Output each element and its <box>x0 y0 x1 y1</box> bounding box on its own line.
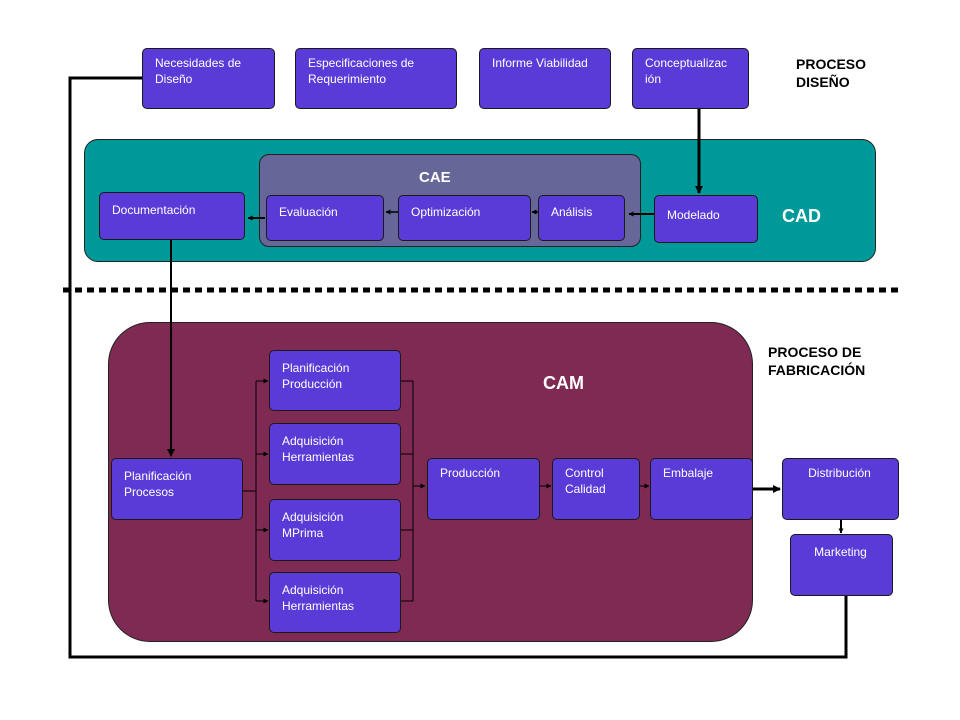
box-modelado[interactable]: Modelado <box>654 195 758 243</box>
box-analisis[interactable]: Análisis <box>538 195 625 241</box>
step-label: Informe Viabilidad <box>492 56 588 70</box>
box-label: Análisis <box>551 205 593 219</box>
box-label: Control Calidad <box>565 466 606 496</box>
box-adquisicion-herramientas-2[interactable]: Adquisición Herramientas <box>269 572 401 633</box>
box-label: Embalaje <box>663 466 714 480</box>
box-documentacion[interactable]: Documentación <box>99 192 245 240</box>
label-proceso-diseno: PROCESO DISEÑO <box>796 56 867 90</box>
box-label: Evaluación <box>279 205 338 219</box>
box-label: Adquisición MPrima <box>282 510 344 540</box>
box-label: Planificación Producción <box>282 361 350 391</box>
box-adquisicion-mprima[interactable]: Adquisición MPrima <box>269 499 401 561</box>
step-label: Especificaciones de Requerimiento <box>308 56 415 86</box>
step-label: Conceptualizac ión <box>645 56 728 86</box>
box-distribucion[interactable]: Distribución <box>782 458 899 520</box>
box-label: Adquisición Herramientas <box>282 434 355 464</box>
step-conceptualizacion[interactable]: Conceptualizac ión <box>632 48 749 109</box>
box-produccion[interactable]: Producción <box>427 458 540 520</box>
box-adquisicion-herramientas-1[interactable]: Adquisición Herramientas <box>269 423 401 485</box>
label-proceso-fabricacion: PROCESO DE FABRICACIÓN <box>768 344 866 378</box>
box-label: Producción <box>440 466 501 480</box>
box-marketing[interactable]: Marketing <box>790 534 893 596</box>
box-label: Distribución <box>808 466 871 480</box>
cad-title: CAD <box>782 206 821 226</box>
box-evaluacion[interactable]: Evaluación <box>266 195 384 241</box>
box-planificacion-procesos[interactable]: Planificación Procesos <box>111 458 243 520</box>
box-label: Documentación <box>112 203 196 217</box>
step-especificaciones[interactable]: Especificaciones de Requerimiento <box>295 48 457 109</box>
box-control-calidad[interactable]: Control Calidad <box>552 458 640 520</box>
cam-title: CAM <box>543 373 584 393</box>
step-necesidades-diseno[interactable]: Necesidades de Diseño <box>142 48 275 109</box>
step-label: Necesidades de Diseño <box>155 56 242 86</box>
box-label: Adquisición Herramientas <box>282 583 355 613</box>
box-label: Modelado <box>667 208 720 222</box>
box-label: Planificación Procesos <box>124 469 192 499</box>
box-label: Optimización <box>411 205 481 219</box>
step-informe-viabilidad[interactable]: Informe Viabilidad <box>479 48 611 109</box>
box-optimizacion[interactable]: Optimización <box>398 195 531 241</box>
box-label: Marketing <box>814 545 867 559</box>
box-embalaje[interactable]: Embalaje <box>650 458 753 520</box>
cae-title: CAE <box>419 169 451 186</box>
box-planificacion-produccion[interactable]: Planificación Producción <box>269 350 401 411</box>
